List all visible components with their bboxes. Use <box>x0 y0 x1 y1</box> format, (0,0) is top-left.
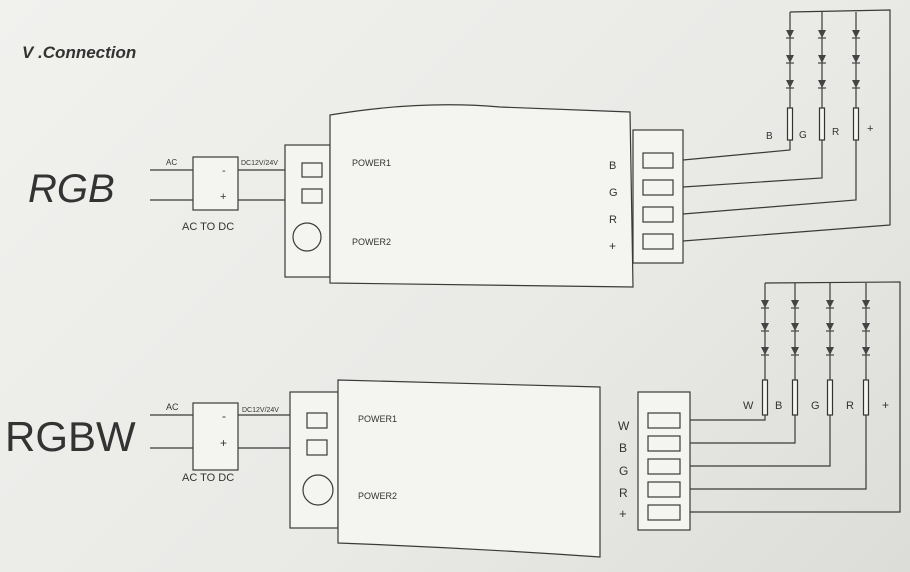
led-diode-icon <box>786 80 794 88</box>
led-diode-icon <box>818 55 826 63</box>
power2-label: POWER2 <box>352 237 391 247</box>
plus-label: + <box>220 436 227 450</box>
rgb-led-strip <box>786 12 860 141</box>
ac-label: AC <box>166 158 177 167</box>
dc-label: DC12V/24V <box>241 160 278 167</box>
rgbw-led-strip <box>761 283 870 416</box>
led-diode-icon <box>826 323 834 331</box>
led-diode-icon <box>791 323 799 331</box>
strip-label: B <box>775 400 782 412</box>
led-diode-icon <box>862 347 870 355</box>
output-label: + <box>619 506 627 521</box>
antenna-port <box>302 474 334 506</box>
led-diode-icon <box>791 300 799 308</box>
strip-label: R <box>846 400 854 412</box>
strip-label: G <box>799 130 807 141</box>
led-diode-icon <box>852 80 860 88</box>
output-label: R <box>609 214 617 226</box>
resistor-icon <box>818 107 826 141</box>
minus-label: - <box>222 165 226 177</box>
resistor-icon <box>761 379 769 416</box>
power-terminal <box>306 412 328 429</box>
dc-label: DC12V/24V <box>242 407 279 414</box>
rgbw-title: RGBW <box>5 413 136 460</box>
rgbw-outputs: W B G R + <box>618 412 681 521</box>
resistor-icon <box>791 379 799 416</box>
plus-label: + <box>220 191 226 203</box>
rgb-outputs: B G R + <box>609 152 674 253</box>
ac-dc-converter <box>192 156 239 211</box>
led-diode-icon <box>791 347 799 355</box>
rgb-title: RGB <box>28 167 115 211</box>
output-label: B <box>619 441 627 455</box>
output-label: R <box>619 486 628 500</box>
output-label: + <box>609 239 616 253</box>
led-diode-icon <box>818 80 826 88</box>
resistor-icon <box>786 107 794 141</box>
output-label: G <box>619 464 628 478</box>
power1-label: POWER1 <box>358 414 397 424</box>
resistor-icon <box>852 107 860 141</box>
power-terminal <box>301 162 323 178</box>
strip-label: W <box>743 400 754 412</box>
power2-label: POWER2 <box>358 491 397 501</box>
led-diode-icon <box>818 30 826 38</box>
led-diode-icon <box>862 323 870 331</box>
strip-label: + <box>882 398 889 412</box>
power-terminal <box>306 439 328 456</box>
controller-body <box>337 379 601 558</box>
rgb-diagram: RGB AC - + AC TO DC DC12V/24V POWER1 POW… <box>28 9 891 288</box>
led-diode-icon <box>786 30 794 38</box>
antenna-port <box>292 222 322 252</box>
controller-left-cap <box>289 391 339 529</box>
converter-label: AC TO DC <box>182 472 234 484</box>
rgbw-diagram: RGBW AC - + AC TO DC DC12V/24V POWER1 PO… <box>5 281 901 558</box>
led-diode-icon <box>786 55 794 63</box>
strip-label: R <box>832 127 839 138</box>
led-diode-icon <box>761 300 769 308</box>
output-label: G <box>609 187 618 199</box>
minus-label: - <box>222 409 226 423</box>
led-diode-icon <box>852 30 860 38</box>
strip-label: G <box>811 400 820 412</box>
ac-label: AC <box>166 402 179 412</box>
resistor-icon <box>862 379 870 416</box>
led-diode-icon <box>826 347 834 355</box>
strip-label: + <box>867 123 873 135</box>
output-label: B <box>609 160 616 172</box>
section-title: V .Connection <box>22 43 136 62</box>
ac-dc-converter <box>192 402 239 471</box>
led-diode-icon <box>761 347 769 355</box>
converter-label: AC TO DC <box>182 221 234 233</box>
led-diode-icon <box>852 55 860 63</box>
power1-label: POWER1 <box>352 158 391 168</box>
led-diode-icon <box>761 323 769 331</box>
strip-label: B <box>766 131 773 142</box>
output-label: W <box>618 419 630 433</box>
power-terminal <box>301 188 323 204</box>
led-diode-icon <box>826 300 834 308</box>
led-diode-icon <box>862 300 870 308</box>
controller-body <box>329 104 634 288</box>
resistor-icon <box>826 379 834 416</box>
